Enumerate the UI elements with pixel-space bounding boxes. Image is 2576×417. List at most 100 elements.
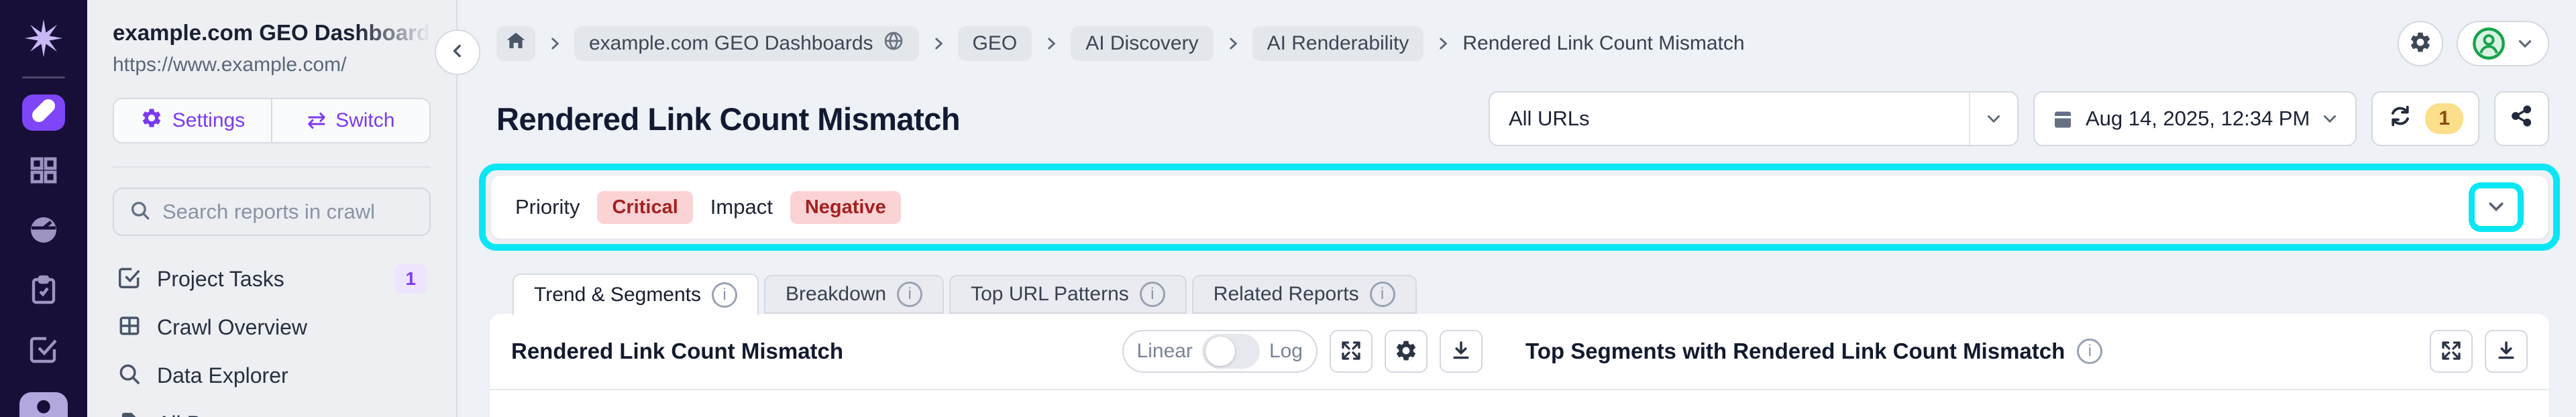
app-settings-button[interactable] <box>2398 21 2443 66</box>
rail-item-monitoring[interactable] <box>22 213 65 250</box>
report-search[interactable] <box>113 188 431 236</box>
tab-content-card: Rendered Link Count Mismatch Linear Log <box>490 314 2549 417</box>
chevron-right-icon <box>546 35 564 52</box>
scale-toggle-switch[interactable] <box>1201 334 1260 369</box>
tab-label: Top URL Patterns <box>971 283 1129 305</box>
sidebar-item-project-tasks[interactable]: Project Tasks 1 <box>113 255 431 303</box>
switch-project-button[interactable]: ⇄ Switch <box>271 99 429 142</box>
chart-download-button[interactable] <box>1440 330 1483 373</box>
priority-badge: Critical <box>597 190 693 224</box>
sidebar-collapse-button[interactable] <box>435 29 480 75</box>
sidebar-item-label: Project Tasks <box>157 266 284 291</box>
settings-button[interactable]: Settings <box>114 99 271 142</box>
segments-download-button[interactable] <box>2485 330 2528 373</box>
breadcrumb-item-ai-discovery[interactable]: AI Discovery <box>1071 26 1214 61</box>
info-icon[interactable]: i <box>1369 282 1395 307</box>
priority-label: Priority <box>515 195 580 219</box>
expand-icon <box>2439 339 2463 365</box>
download-icon <box>1449 339 1473 365</box>
report-tabs: Trend & Segments i Breakdown i Top URL P… <box>496 274 2549 315</box>
tab-trend-segments[interactable]: Trend & Segments i <box>513 274 759 315</box>
reports-peanut-icon <box>28 95 60 130</box>
impact-badge: Negative <box>790 190 901 224</box>
trend-chart-area <box>490 390 1504 417</box>
download-icon <box>2494 339 2518 365</box>
chevron-down-icon <box>2485 196 2507 219</box>
rail-item-tasks[interactable] <box>22 333 65 369</box>
toggle-knob <box>1205 337 1235 366</box>
user-avatar-icon <box>2471 26 2506 61</box>
top-bar: example.com GEO Dashboards GEO AI Discov… <box>496 21 2549 66</box>
starburst-logo-icon <box>23 17 64 59</box>
rail-item-dashboards[interactable] <box>22 154 65 190</box>
clipboard-check-icon <box>28 274 60 309</box>
sidebar-item-data-explorer[interactable]: Data Explorer <box>113 351 431 400</box>
settings-label: Settings <box>172 109 246 131</box>
breadcrumb-item-dashboards[interactable]: example.com GEO Dashboards <box>574 26 919 61</box>
segments-chart-area <box>1504 390 2549 417</box>
linear-label: Linear <box>1136 340 1193 362</box>
switch-arrows-icon: ⇄ <box>307 108 327 133</box>
search-input[interactable] <box>162 200 415 224</box>
tab-label: Related Reports <box>1213 283 1359 305</box>
rail-item-reports[interactable] <box>22 94 65 131</box>
breadcrumb-item-geo[interactable]: GEO <box>957 26 1032 61</box>
breadcrumb: example.com GEO Dashboards GEO AI Discov… <box>496 26 1745 61</box>
chevron-down-icon <box>2516 34 2534 53</box>
info-icon[interactable]: i <box>897 282 923 307</box>
chevron-right-icon <box>1042 35 1060 52</box>
tab-top-url-patterns[interactable]: Top URL Patterns i <box>949 275 1187 314</box>
gear-icon <box>2408 30 2432 58</box>
account-controls <box>2398 21 2549 66</box>
sidebar-item-all-pages[interactable]: All Pages <box>113 400 431 417</box>
tab-breakdown[interactable]: Breakdown i <box>764 275 945 314</box>
url-filter-value: All URLs <box>1508 107 1590 130</box>
expand-details-button[interactable] <box>2477 190 2516 224</box>
tab-related-reports[interactable]: Related Reports i <box>1191 275 1417 314</box>
refresh-button[interactable]: 1 <box>2371 91 2479 146</box>
checkbox-check-icon <box>117 265 142 294</box>
sidebar-item-label: All Pages <box>157 412 248 417</box>
segments-title: Top Segments with Rendered Link Count Mi… <box>1525 339 2065 363</box>
breadcrumb-label: AI Discovery <box>1085 32 1199 54</box>
breadcrumb-home[interactable] <box>496 26 535 61</box>
segments-fullscreen-button[interactable] <box>2430 330 2473 373</box>
title-fade <box>357 20 431 46</box>
breadcrumb-item-ai-renderability[interactable]: AI Renderability <box>1252 26 1424 61</box>
dashboard-grid-icon <box>28 154 60 190</box>
info-icon[interactable]: i <box>1139 282 1165 307</box>
fullscreen-button[interactable] <box>1330 330 1373 373</box>
chevron-down-icon <box>2320 109 2339 128</box>
crawl-date-value: Aug 14, 2025, 12:34 PM <box>2085 107 2310 130</box>
tab-label: Trend & Segments <box>534 284 702 306</box>
page-title: Rendered Link Count Mismatch <box>496 101 961 137</box>
rail-divider <box>22 76 65 78</box>
url-filter-select[interactable]: All URLs <box>1488 91 2019 146</box>
report-controls: All URLs Aug 14, 2025, 12:34 PM 1 <box>1488 91 2549 146</box>
expand-icon <box>1339 339 1363 365</box>
share-button[interactable] <box>2494 91 2549 146</box>
account-menu[interactable] <box>2457 21 2549 66</box>
crawl-date-select[interactable]: Aug 14, 2025, 12:34 PM <box>2033 91 2357 146</box>
trend-chart-header: Rendered Link Count Mismatch Linear Log <box>490 314 1504 390</box>
title-bar: Rendered Link Count Mismatch All URLs Au… <box>496 91 2549 146</box>
gear-icon <box>1394 339 1418 365</box>
sidebar-item-crawl-overview[interactable]: Crawl Overview <box>113 303 431 351</box>
table-grid-icon <box>117 313 142 342</box>
sidebar: example.com GEO Dashboards https://www.e… <box>87 0 480 417</box>
rail-item-audits[interactable] <box>22 273 65 310</box>
project-actions: Settings ⇄ Switch <box>113 98 431 143</box>
user-avatar[interactable] <box>19 392 68 417</box>
chart-settings-button[interactable] <box>1385 330 1428 373</box>
switch-label: Switch <box>335 109 395 131</box>
info-icon[interactable]: i <box>2077 339 2103 364</box>
calendar-icon <box>2051 107 2075 131</box>
info-icon[interactable]: i <box>712 282 738 308</box>
pending-changes-badge: 1 <box>2425 103 2463 134</box>
trend-chart-panel: Rendered Link Count Mismatch Linear Log <box>490 314 1504 417</box>
chart-title: Rendered Link Count Mismatch <box>511 339 844 363</box>
gear-icon <box>140 107 163 135</box>
chevron-right-icon <box>1224 35 1242 52</box>
home-icon <box>505 30 527 57</box>
